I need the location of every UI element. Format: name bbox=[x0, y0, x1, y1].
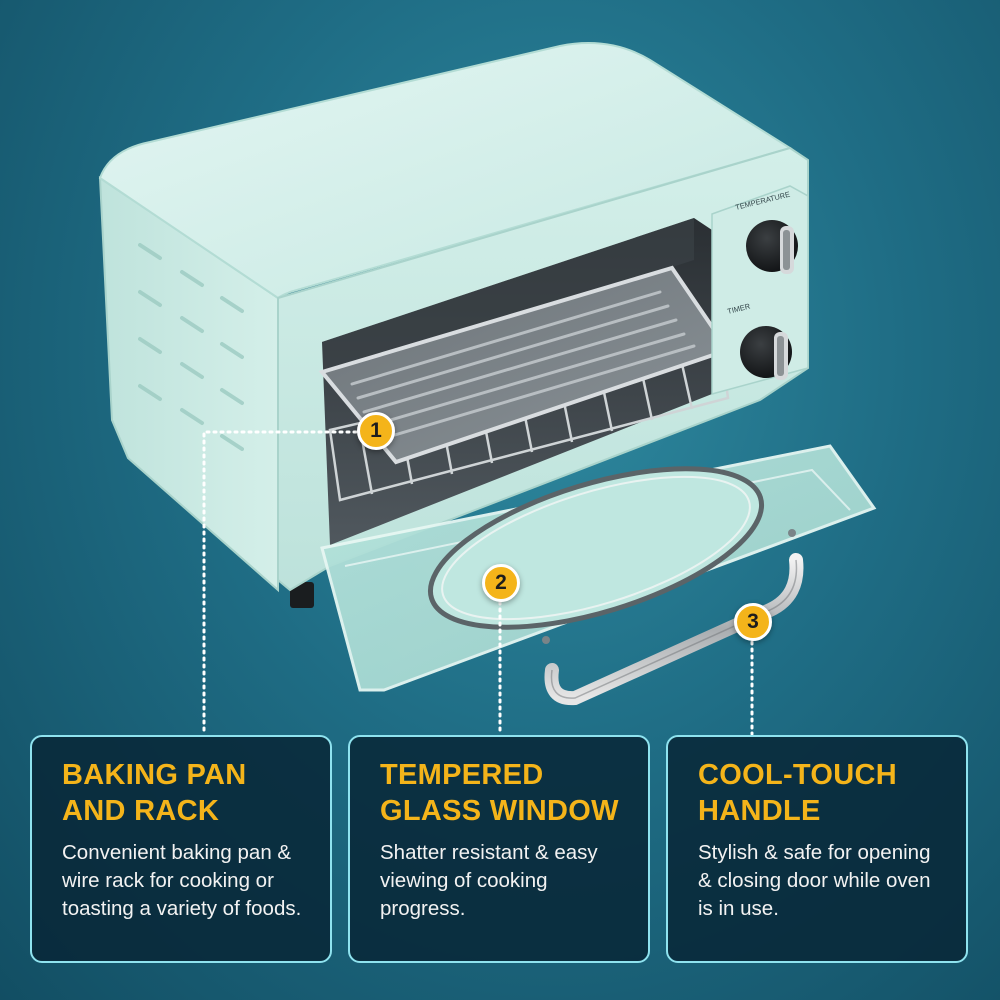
oven-top bbox=[98, 42, 793, 300]
feature-description: Convenient baking pan & wire rack for co… bbox=[62, 841, 302, 920]
baking-pan-ridges bbox=[350, 290, 696, 442]
door-screw bbox=[788, 529, 796, 537]
feature-card-baking-pan: BAKING PAN AND RACK Convenient baking pa… bbox=[30, 735, 332, 963]
feature-description: Shatter resistant & easy viewing of cook… bbox=[380, 841, 598, 920]
feature-title: BAKING PAN AND RACK bbox=[62, 759, 247, 827]
feature-card-glass-window: TEMPERED GLASS WINDOW Shatter resistant … bbox=[348, 735, 650, 963]
badge-1-icon: 1 bbox=[357, 412, 395, 450]
feature-title: COOL-TOUCH HANDLE bbox=[698, 759, 898, 827]
leader-lines bbox=[202, 430, 754, 736]
door-screw bbox=[542, 636, 550, 644]
feature-description: Stylish & safe for opening & closing doo… bbox=[698, 841, 931, 920]
temperature-knob[interactable] bbox=[746, 220, 798, 274]
feature-title: TEMPERED GLASS WINDOW bbox=[380, 759, 619, 827]
side-vents bbox=[138, 243, 244, 451]
badge-3-icon: 3 bbox=[734, 603, 772, 641]
timer-knob[interactable] bbox=[740, 326, 792, 380]
feature-card-handle: COOL-TOUCH HANDLE Stylish & safe for ope… bbox=[666, 735, 968, 963]
badge-2-icon: 2 bbox=[482, 564, 520, 602]
